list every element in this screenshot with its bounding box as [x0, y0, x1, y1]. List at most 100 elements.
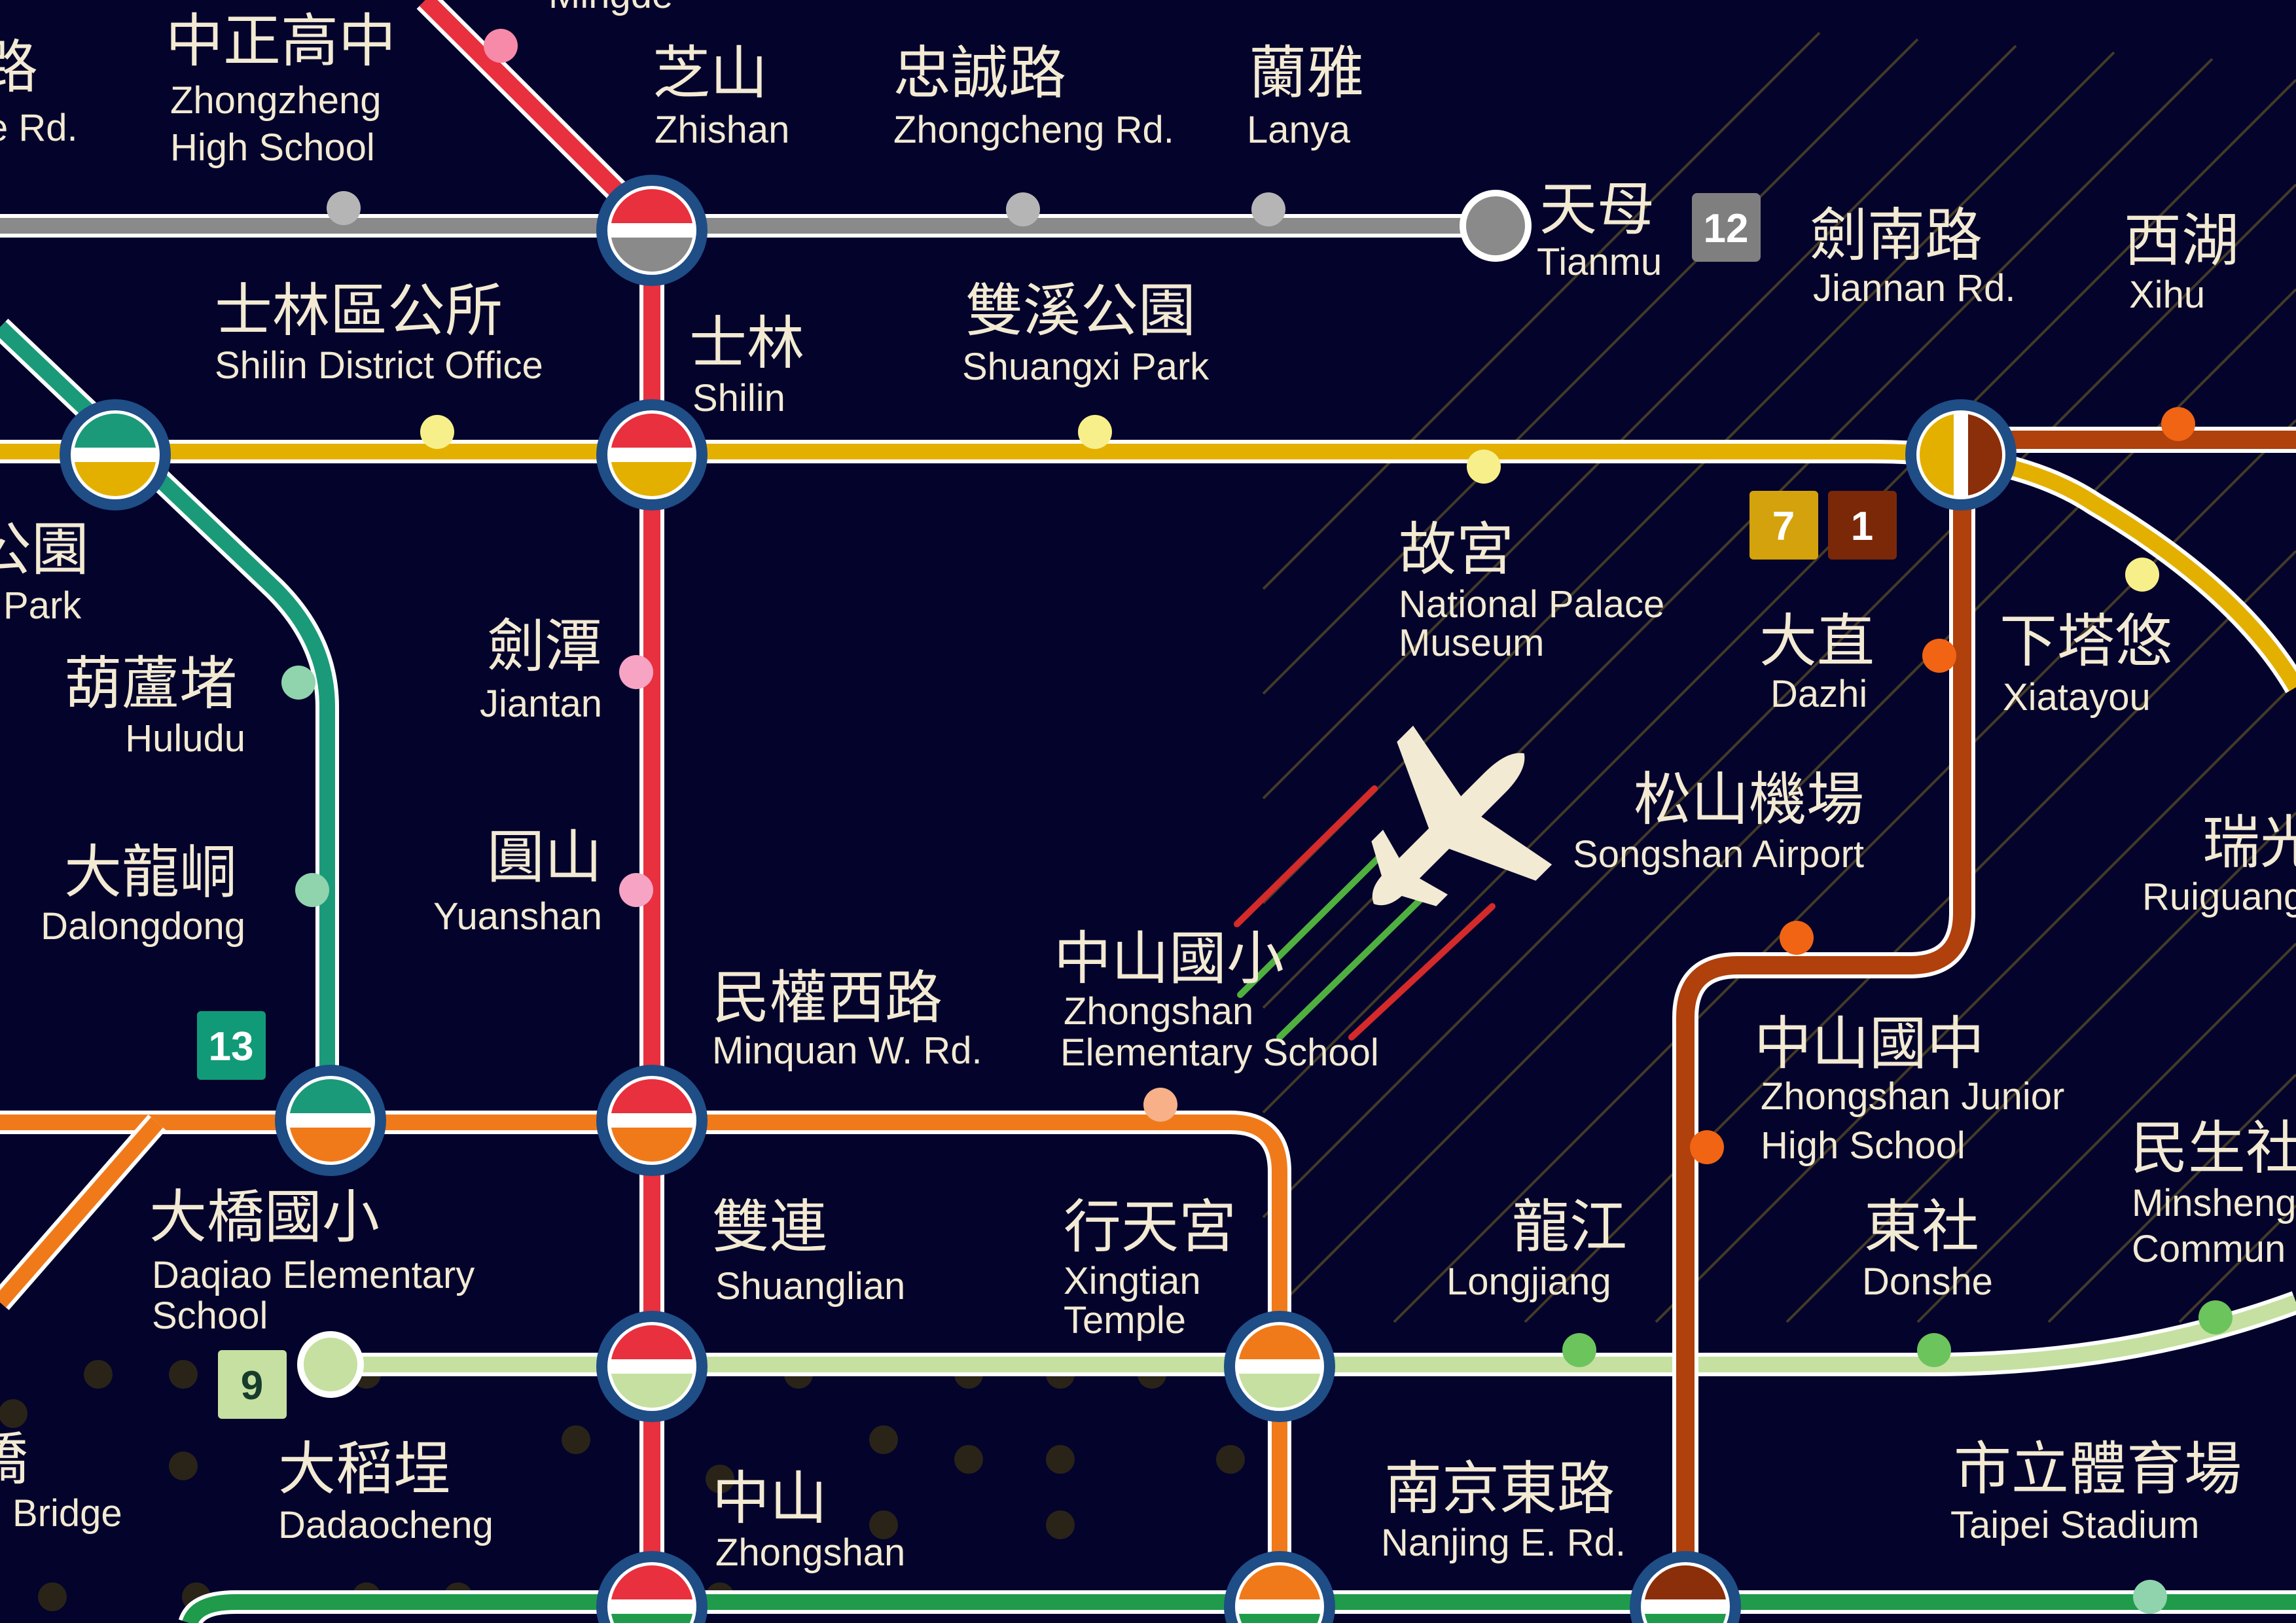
svg-text:忠誠路: 忠誠路 — [893, 39, 1066, 107]
svg-text:Commun: Commun — [2132, 1228, 2286, 1270]
label-jiantan[interactable]: 劍潭 Jiantan — [480, 613, 602, 725]
label-shuangxi[interactable]: 雙溪公園 Shuangxi Park — [962, 277, 1210, 388]
svg-text:Jiantan: Jiantan — [480, 683, 602, 725]
svg-text:Shuangxi Park: Shuangxi Park — [962, 346, 1210, 388]
svg-text:天母: 天母 — [1539, 175, 1655, 243]
svg-text:南京東路: 南京東路 — [1384, 1455, 1615, 1522]
station-dots — [281, 29, 2233, 1614]
label-airport[interactable]: 松山機場 Songshan Airport — [1573, 766, 1864, 876]
label-mingde[interactable]: Mingde — [548, 0, 673, 16]
svg-text:Minsheng: Minsheng — [2132, 1182, 2296, 1224]
label-lanya[interactable]: 蘭雅 Lanya — [1247, 39, 1364, 151]
transfer-nanjing-fuxing[interactable] — [1630, 1551, 1741, 1623]
label-xiatayou[interactable]: 下塔悠 Xiatayou — [2000, 607, 2172, 719]
badge-line-1: 1 — [1828, 491, 1897, 560]
svg-text:Dazhi: Dazhi — [1770, 673, 1867, 715]
label-tianmu[interactable]: 天母 Tianmu — [1537, 175, 1662, 283]
svg-text:School: School — [152, 1294, 268, 1337]
label-dongshe[interactable]: 東社 Donshe — [1862, 1193, 1993, 1303]
label-shuanglian[interactable]: 雙連 Shuanglian — [712, 1193, 905, 1308]
svg-text:士林: 士林 — [689, 310, 804, 377]
svg-text:9: 9 — [241, 1363, 263, 1408]
svg-text:Shuanglian: Shuanglian — [715, 1265, 905, 1308]
svg-text:Huludu: Huludu — [125, 717, 245, 760]
label-zhongcheng[interactable]: 忠誠路 Zhongcheng Rd. — [893, 39, 1174, 151]
svg-text:Xiatayou: Xiatayou — [2003, 676, 2151, 719]
svg-text:13: 13 — [209, 1024, 254, 1069]
label-zs-junior[interactable]: 中山國中 Zhongshan Junior High School — [1754, 1010, 2064, 1167]
svg-text:中正高中: 中正高中 — [166, 7, 396, 75]
label-dalongdong[interactable]: 大龍峒 Dalongdong — [41, 838, 245, 948]
label-minsheng[interactable]: 民生社 Minsheng Commun — [2130, 1115, 2296, 1270]
label-shilin[interactable]: 士林 Shilin — [689, 310, 804, 419]
svg-text:雙溪公園: 雙溪公園 — [965, 277, 1196, 344]
transfer-shilin-district[interactable] — [60, 399, 171, 510]
svg-text:路: 路 — [0, 33, 38, 101]
label-palace[interactable]: 故宮 National Palace Museum — [1399, 516, 1664, 664]
svg-text:龍江: 龍江 — [1512, 1193, 1627, 1260]
svg-text:行天宮: 行天宮 — [1064, 1193, 1236, 1260]
transfer-jiannan[interactable] — [1905, 399, 2017, 510]
label-daqiao[interactable]: 大橋國小 Daqiao Elementary School — [149, 1183, 475, 1337]
transfer-minquan[interactable] — [596, 1065, 708, 1176]
svg-text:橋: 橋 — [0, 1425, 28, 1493]
label-nanjing[interactable]: 南京東路 Nanjing E. Rd. — [1381, 1455, 1626, 1564]
svg-text:Jiannan Rd.: Jiannan Rd. — [1813, 267, 2016, 310]
label-zs-elem[interactable]: 中山國小 Zhongshan Elementary School — [1054, 925, 1379, 1074]
svg-text:蘭雅: 蘭雅 — [1249, 39, 1364, 107]
label-zhishan[interactable]: 芝山 Zhishan — [653, 39, 789, 151]
station-labels: Mingde 中正高中 Zhongzheng High School 路 e R… — [0, 0, 2296, 1574]
label-ruiguang[interactable]: 瑞光 Ruiguang — [2142, 809, 2296, 918]
transfer-daqiao[interactable] — [275, 1065, 386, 1176]
svg-text:下塔悠: 下塔悠 — [2000, 607, 2172, 675]
label-zhongshan[interactable]: 中山 Zhongshan — [712, 1465, 905, 1574]
svg-text:Dalongdong: Dalongdong — [41, 905, 245, 948]
label-dazhi[interactable]: 大直 Dazhi — [1759, 607, 1874, 715]
label-stadium[interactable]: 市立體育場 Taipei Stadium — [1950, 1435, 2242, 1546]
svg-text:Taipei Stadium: Taipei Stadium — [1950, 1504, 2199, 1546]
svg-text:雙連: 雙連 — [712, 1193, 827, 1260]
label-minquan[interactable]: 民權西路 Minquan W. Rd. — [712, 964, 982, 1072]
svg-text:National Palace: National Palace — [1399, 583, 1664, 626]
transfer-shuanglian[interactable] — [596, 1311, 708, 1422]
svg-text:Temple: Temple — [1064, 1299, 1186, 1342]
svg-text:劍南路: 劍南路 — [1810, 202, 1982, 269]
label-leftcut-park[interactable]: 公園 Park — [0, 516, 89, 627]
svg-text:大龍峒: 大龍峒 — [64, 838, 237, 906]
svg-text:Lanya: Lanya — [1247, 109, 1351, 151]
label-zhongzheng[interactable]: 中正高中 Zhongzheng High School — [166, 7, 396, 169]
svg-text:瑞光: 瑞光 — [2202, 809, 2296, 876]
label-huludu[interactable]: 葫蘆堵 Huludu — [64, 650, 245, 760]
label-yuanshan[interactable]: 圓山 Yuanshan — [433, 823, 602, 938]
label-dadaocheng[interactable]: 大稻埕 Dadaocheng — [278, 1435, 493, 1546]
label-jiannan[interactable]: 劍南路 Jiannan Rd. — [1810, 202, 2016, 310]
svg-text:Shilin District Office: Shilin District Office — [215, 344, 543, 387]
label-xihu[interactable]: 西湖 Xihu — [2124, 207, 2239, 316]
svg-text:Dadaocheng: Dadaocheng — [278, 1504, 493, 1546]
label-leftcut-top[interactable]: 路 e Rd. — [0, 33, 78, 149]
svg-text:Elementary School: Elementary School — [1060, 1031, 1379, 1074]
transfer-shilin[interactable] — [596, 399, 708, 510]
label-longjiang[interactable]: 龍江 Longjiang — [1446, 1193, 1627, 1303]
svg-text:High School: High School — [170, 126, 375, 169]
svg-text:大稻埕: 大稻埕 — [278, 1435, 451, 1503]
svg-text:e Rd.: e Rd. — [0, 107, 78, 149]
label-xingtian[interactable]: 行天宮 Xingtian Temple — [1064, 1193, 1236, 1342]
label-shilin-office[interactable]: 士林區公所 Shilin District Office — [215, 277, 543, 387]
airplane-icon — [1234, 725, 1552, 1041]
svg-text:民生社: 民生社 — [2130, 1115, 2296, 1182]
transfer-zhishan[interactable] — [596, 175, 708, 286]
svg-text:Park: Park — [3, 584, 82, 627]
airport-area-hatch — [1262, 31, 2296, 1323]
svg-text:Xihu: Xihu — [2129, 274, 2205, 316]
label-leftcut-bridge[interactable]: 橋 i Bridge — [0, 1425, 122, 1535]
svg-text:東社: 東社 — [1864, 1193, 1979, 1260]
transfer-xingtian[interactable] — [1224, 1311, 1335, 1422]
svg-text:Zhongshan Junior: Zhongshan Junior — [1761, 1075, 2064, 1118]
svg-text:Donshe: Donshe — [1862, 1260, 1993, 1303]
svg-text:中山國小: 中山國小 — [1054, 925, 1284, 992]
transfer-songjiang-nanjing[interactable] — [1224, 1551, 1335, 1623]
svg-text:Zhongshan: Zhongshan — [715, 1531, 905, 1574]
svg-text:Longjiang: Longjiang — [1446, 1260, 1611, 1303]
transfer-zhongshan[interactable] — [596, 1551, 708, 1623]
